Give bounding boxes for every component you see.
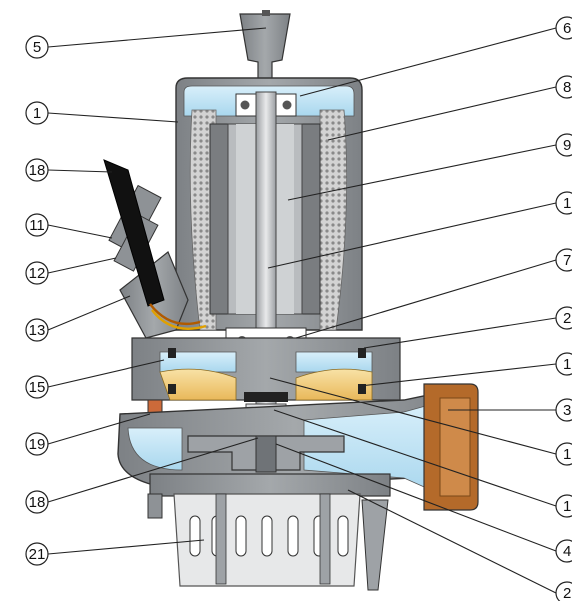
callout-1-right-c: 1: [555, 442, 572, 466]
impeller: [187, 435, 345, 473]
svg-text:1: 1: [563, 195, 571, 212]
svg-text:18: 18: [29, 162, 46, 179]
callout-3: 3: [555, 398, 572, 422]
callout-13: 13: [25, 318, 49, 342]
svg-text:1: 1: [563, 356, 571, 373]
callout-4: 4: [555, 539, 572, 563]
discharge-flange: [423, 383, 479, 511]
support-foot: [361, 499, 389, 591]
callout-19: 19: [25, 432, 49, 456]
svg-text:21: 21: [29, 546, 46, 563]
svg-text:6: 6: [563, 20, 571, 37]
callout-21: 21: [25, 542, 49, 566]
callout-12: 12: [25, 261, 49, 285]
svg-text:19: 19: [29, 436, 46, 453]
svg-text:1: 1: [563, 498, 571, 515]
callout-1-right-a: 1: [555, 191, 572, 215]
svg-text:4: 4: [563, 543, 571, 560]
callouts-left: 5 1 18 11 12 13 15 19 18 21: [25, 35, 49, 566]
callouts-right: 6 8 9 1 7 2 1 3 1 1 4 2: [555, 16, 572, 601]
svg-text:1: 1: [563, 446, 571, 463]
svg-text:1: 1: [33, 105, 41, 122]
callout-7: 7: [555, 248, 572, 272]
svg-text:13: 13: [29, 322, 46, 339]
power-cable: [103, 159, 207, 330]
callout-18-bottom: 18: [25, 490, 49, 514]
callout-2-right-b: 2: [555, 581, 572, 601]
callout-11: 11: [25, 213, 49, 237]
svg-text:3: 3: [563, 402, 571, 419]
callout-15: 15: [25, 375, 49, 399]
svg-text:18: 18: [29, 494, 46, 511]
leader-lines: [47, 27, 557, 594]
callout-1: 1: [25, 101, 49, 125]
svg-text:8: 8: [563, 79, 571, 96]
callout-2-right-a: 2: [555, 306, 572, 330]
callout-1-right-d: 1: [555, 494, 572, 518]
callout-5: 5: [25, 35, 49, 59]
svg-text:2: 2: [563, 585, 571, 601]
svg-text:9: 9: [563, 137, 571, 154]
svg-text:7: 7: [563, 252, 571, 269]
svg-text:11: 11: [29, 217, 45, 234]
oil-chamber: [131, 337, 401, 401]
svg-text:12: 12: [29, 265, 46, 282]
callout-9: 9: [555, 133, 572, 157]
callout-8: 8: [555, 75, 572, 99]
svg-text:15: 15: [29, 379, 46, 396]
lifting-handle: [239, 10, 291, 87]
svg-text:2: 2: [563, 310, 571, 327]
base-plate: [147, 473, 391, 519]
svg-text:5: 5: [33, 39, 41, 56]
callout-1-right-b: 1: [555, 352, 572, 376]
strainer-cage: [173, 493, 361, 587]
callout-6: 6: [555, 16, 572, 40]
callout-18-top: 18: [25, 158, 49, 182]
